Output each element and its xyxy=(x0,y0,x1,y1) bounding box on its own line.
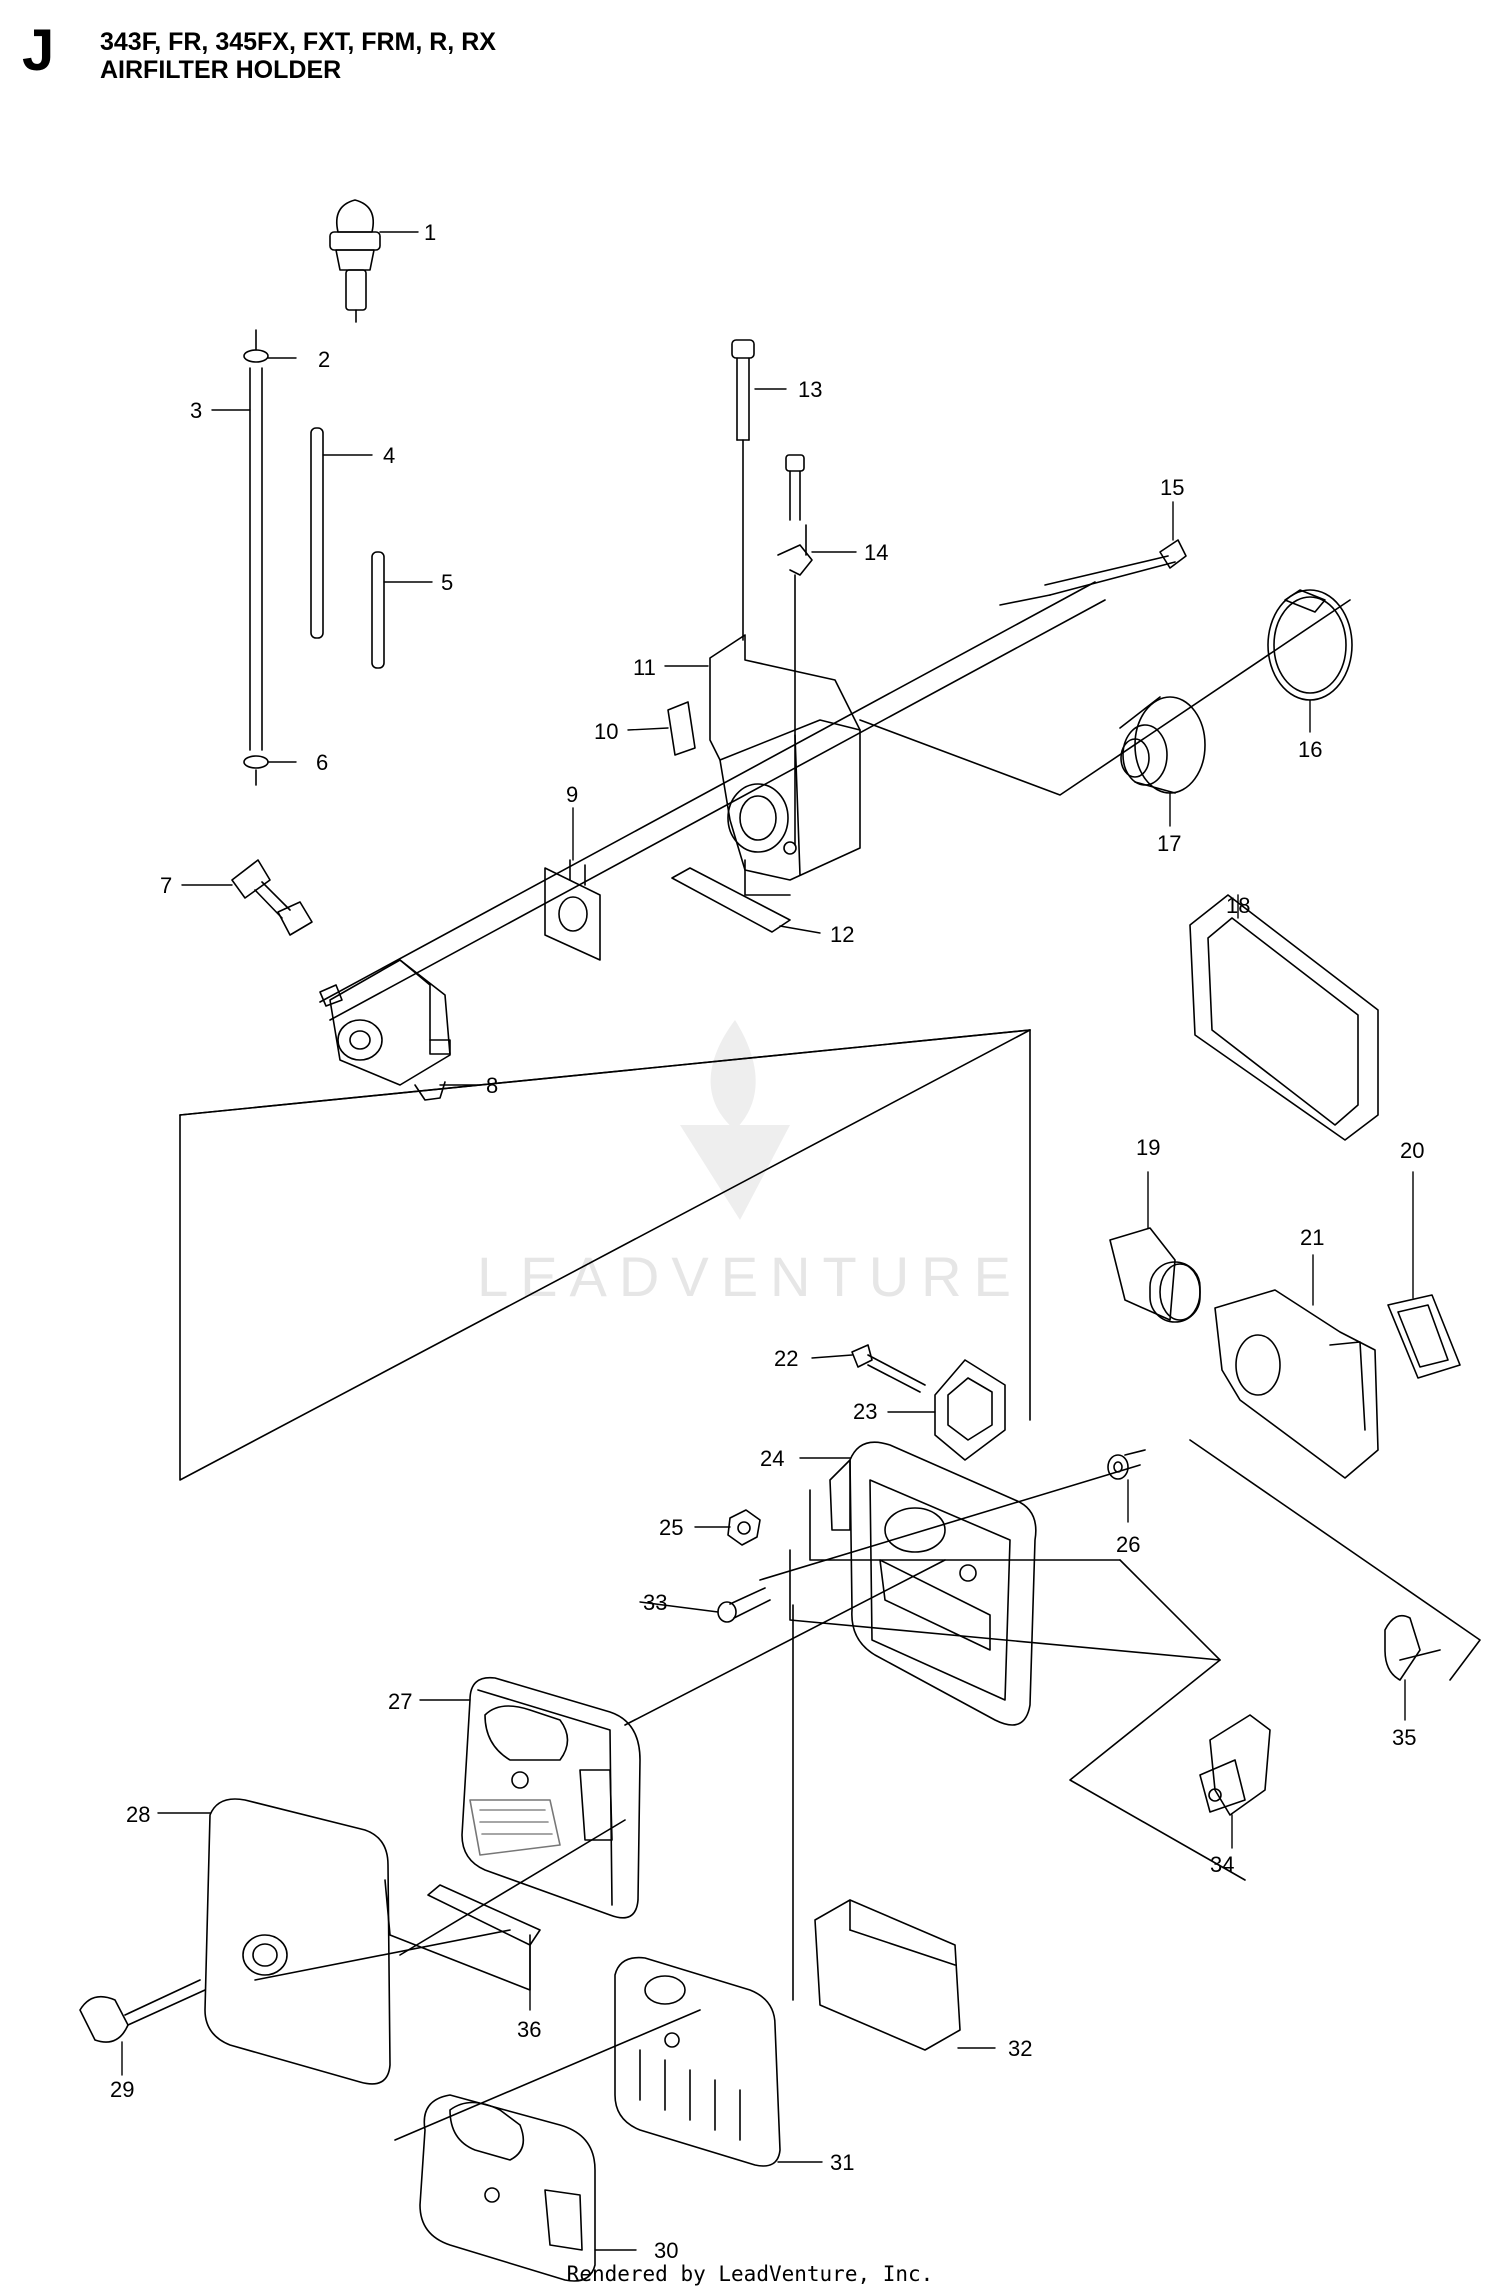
part-label-7[interactable]: 7 xyxy=(160,873,172,898)
part-label-31[interactable]: 31 xyxy=(830,2150,854,2175)
screw-13 xyxy=(731,339,755,641)
part-label-1[interactable]: 1 xyxy=(424,220,436,245)
part-labels: 1 2 3 4 5 6 7 8 9 10 11 12 13 14 15 16 1… xyxy=(110,220,1424,2263)
pre-filter-cover xyxy=(461,1676,641,1919)
part-label-23[interactable]: 23 xyxy=(853,1399,877,1424)
retaining-clip xyxy=(1384,1614,1441,1681)
part-label-2[interactable]: 2 xyxy=(318,347,330,372)
primer-bulb xyxy=(329,199,381,323)
filter-housing xyxy=(1214,1289,1379,1479)
part-label-12[interactable]: 12 xyxy=(830,922,854,947)
part-label-35[interactable]: 35 xyxy=(1392,1725,1416,1750)
model-title: 343F, FR, 345FX, FXT, FRM, R, RX xyxy=(100,28,496,56)
mount-bracket xyxy=(934,1359,1006,1461)
watermark-logo xyxy=(680,1020,790,1220)
part-label-15[interactable]: 15 xyxy=(1160,475,1184,500)
carburetor-gasket xyxy=(544,859,601,961)
part-label-3[interactable]: 3 xyxy=(190,398,202,423)
filter-insert xyxy=(614,1956,781,2167)
nut-26 xyxy=(1107,1454,1129,1480)
spacer-pad xyxy=(667,701,696,756)
hose-clamp xyxy=(1267,589,1353,701)
part-label-13[interactable]: 13 xyxy=(798,377,822,402)
intake-flange xyxy=(1119,696,1206,794)
intake-tube xyxy=(1109,1227,1201,1323)
part-label-27[interactable]: 27 xyxy=(388,1689,412,1714)
part-label-26[interactable]: 26 xyxy=(1116,1532,1140,1557)
section-letter: J xyxy=(22,18,55,83)
part-label-24[interactable]: 24 xyxy=(760,1446,784,1471)
part-label-21[interactable]: 21 xyxy=(1300,1225,1324,1250)
square-gasket xyxy=(1387,1294,1461,1379)
part-label-5[interactable]: 5 xyxy=(441,570,453,595)
long-bolt xyxy=(999,539,1187,606)
elbow-fitting xyxy=(231,859,313,936)
part-label-6[interactable]: 6 xyxy=(316,750,328,775)
part-label-34[interactable]: 34 xyxy=(1210,1852,1234,1877)
screw-22 xyxy=(851,1344,926,1393)
part-label-14[interactable]: 14 xyxy=(864,540,888,565)
filter-gasket-frame xyxy=(1189,894,1379,1141)
part-label-16[interactable]: 16 xyxy=(1298,737,1322,762)
leader-lines xyxy=(121,231,1414,2251)
assembly-lines xyxy=(179,581,1481,2141)
part-label-36[interactable]: 36 xyxy=(517,2017,541,2042)
section-title: AIRFILTER HOLDER xyxy=(100,56,342,84)
part-label-22[interactable]: 22 xyxy=(774,1346,798,1371)
part-label-4[interactable]: 4 xyxy=(383,443,395,468)
filter-cover xyxy=(204,1798,391,2085)
part-label-19[interactable]: 19 xyxy=(1136,1135,1160,1160)
part-label-11[interactable]: 11 xyxy=(633,655,656,680)
part-label-29[interactable]: 29 xyxy=(110,2077,134,2102)
part-label-10[interactable]: 10 xyxy=(594,719,618,744)
foam-block xyxy=(814,1899,961,2051)
part-label-30[interactable]: 30 xyxy=(654,2238,678,2263)
part-label-20[interactable]: 20 xyxy=(1400,1138,1424,1163)
fuel-pipe-medium xyxy=(310,427,324,639)
airfilter-holder xyxy=(709,634,861,881)
part-label-17[interactable]: 17 xyxy=(1157,831,1181,856)
filter-base xyxy=(829,1441,1037,1726)
part-label-25[interactable]: 25 xyxy=(659,1515,683,1540)
fuel-pipe-short xyxy=(371,551,385,669)
foam-filter xyxy=(419,2094,596,2282)
gasket-strip xyxy=(671,867,791,933)
part-label-18[interactable]: 18 xyxy=(1226,893,1250,918)
sealing-strip xyxy=(427,1884,541,1946)
nut-25 xyxy=(727,1509,761,1546)
screw-bracket-14 xyxy=(777,454,813,846)
part-label-33[interactable]: 33 xyxy=(643,1590,667,1615)
screw-33 xyxy=(717,1587,771,1623)
part-label-32[interactable]: 32 xyxy=(1008,2036,1032,2061)
part-label-8[interactable]: 8 xyxy=(486,1073,498,1098)
fuel-pipe-long xyxy=(243,329,269,786)
latch-bracket xyxy=(1199,1714,1271,1816)
cover-knob xyxy=(79,1979,206,2043)
part-label-28[interactable]: 28 xyxy=(126,1802,150,1827)
part-label-9[interactable]: 9 xyxy=(566,782,578,807)
footer-credit: Rendered by LeadVenture, Inc. xyxy=(566,2262,934,2286)
carburetor xyxy=(319,959,451,1101)
